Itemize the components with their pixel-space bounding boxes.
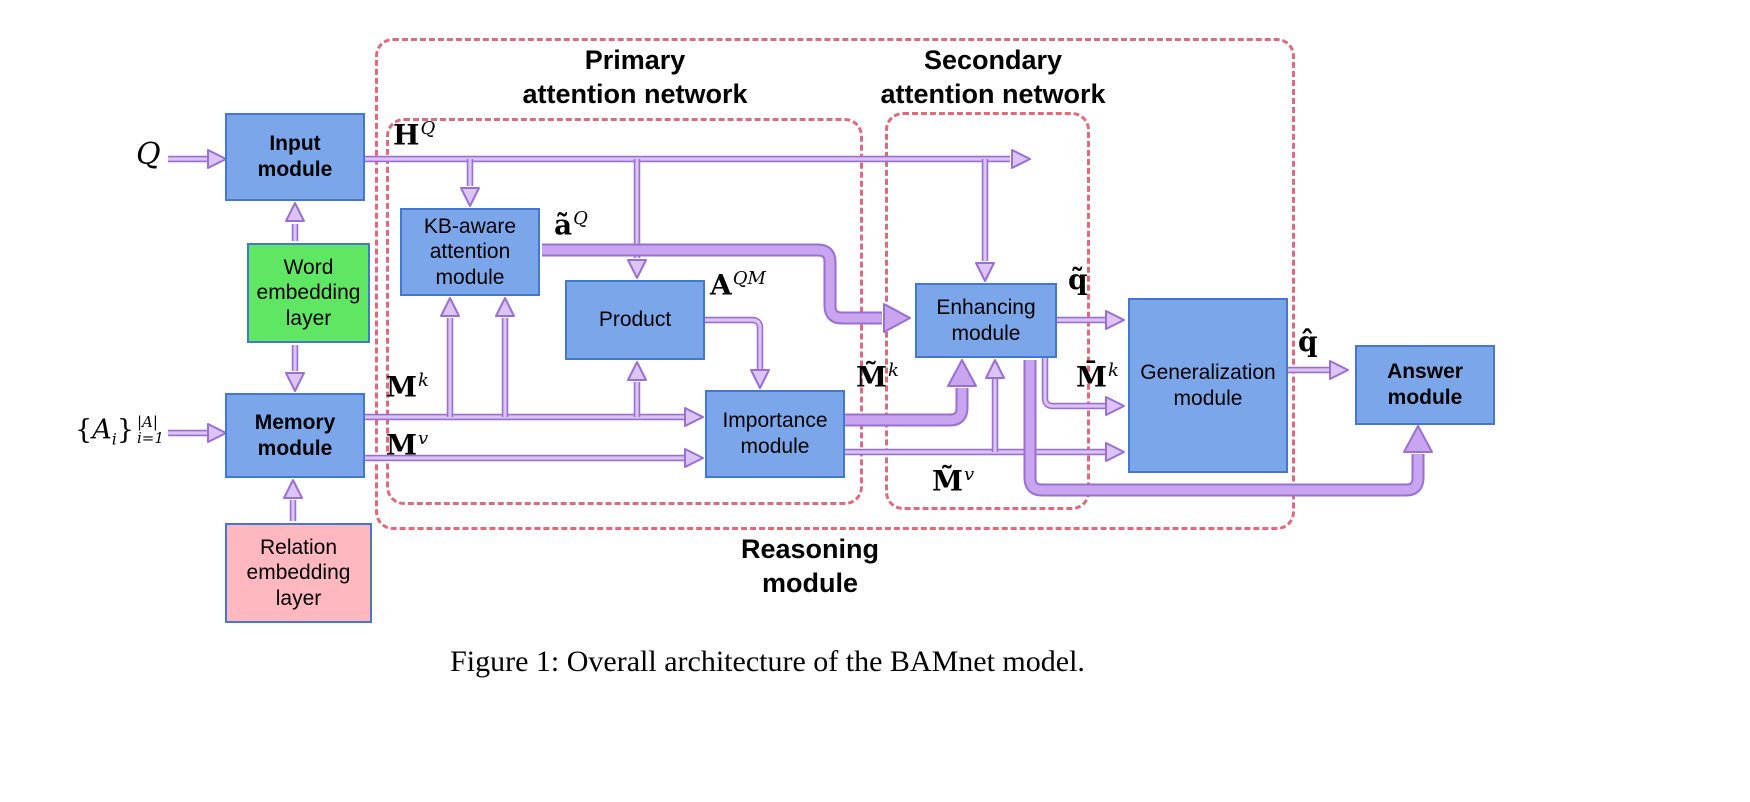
arrow-mk-to-kb-attention-1 bbox=[440, 297, 460, 417]
arrow-enhancing-to-answer bbox=[1023, 360, 1433, 497]
label-a-qm: AQM bbox=[710, 268, 766, 302]
label-q-hat: q̂ bbox=[1298, 325, 1318, 358]
arrow-mk-to-kb-attention-2 bbox=[495, 297, 515, 417]
box-product: Product bbox=[565, 280, 705, 360]
arrow-memory-mv-line bbox=[365, 448, 704, 468]
box-relation-embedding-layer: Relation embedding layer bbox=[225, 523, 372, 623]
label-m-v: Mv bbox=[386, 428, 429, 462]
arrow-answers-to-memory bbox=[168, 423, 227, 443]
arrow-atildeq-to-enhancing bbox=[542, 243, 911, 333]
box-input-module: Input module bbox=[225, 113, 365, 201]
box-kb-aware-attention-module: KB-aware attention module bbox=[400, 208, 540, 296]
arrow-qhat-to-answer bbox=[1288, 360, 1349, 380]
arrow-relemb-to-memory bbox=[283, 479, 303, 521]
secondary-attention-label: Secondary attention network bbox=[880, 45, 1106, 109]
label-q-tilde: q̃ bbox=[1068, 263, 1088, 296]
arrow-memory-mk-line bbox=[365, 407, 704, 427]
arrow-hq-to-enhancing bbox=[975, 159, 995, 282]
figure-caption: Figure 1: Overall architecture of the BA… bbox=[450, 645, 1085, 678]
arrow-qtilde-to-generalization bbox=[1057, 310, 1125, 330]
box-word-embedding-layer: Word embedding layer bbox=[247, 243, 370, 343]
label-m-k: Mk bbox=[386, 370, 429, 404]
arrow-wordemb-to-input bbox=[285, 202, 305, 241]
label-m-tilde-k: M̃k bbox=[856, 360, 899, 394]
arrow-mk-to-product bbox=[627, 361, 647, 417]
box-enhancing-module: Enhancing module bbox=[915, 283, 1057, 358]
label-m-bar-k: M̄k bbox=[1076, 360, 1119, 394]
box-memory-module: Memory module bbox=[225, 393, 365, 478]
box-importance-module: Importance module bbox=[705, 390, 845, 478]
arrow-mtildev-to-enhancing bbox=[985, 359, 1005, 452]
arrow-mtildek-to-enhancing bbox=[845, 359, 977, 427]
label-q-input: Q bbox=[136, 137, 161, 172]
label-m-tilde-v: M̃v bbox=[932, 464, 975, 498]
reasoning-module-region bbox=[375, 38, 1295, 530]
arrow-product-to-importance bbox=[705, 316, 770, 389]
box-answer-module: Answer module bbox=[1355, 345, 1495, 425]
label-h-q: HQ bbox=[393, 118, 436, 152]
primary-attention-label: Primary attention network bbox=[522, 45, 748, 109]
label-a-tilde-q: ãQ bbox=[554, 208, 588, 242]
arrow-hq-to-product bbox=[627, 159, 647, 279]
box-generalization-module: Generalization module bbox=[1128, 298, 1288, 473]
arrow-mbark-to-generalization bbox=[1041, 358, 1125, 416]
reasoning-module-label: Reasoning module bbox=[740, 534, 880, 598]
arrow-wordemb-to-memory bbox=[285, 345, 305, 392]
arrow-q-to-input bbox=[168, 149, 227, 169]
arrow-hq-main bbox=[365, 149, 1031, 169]
arrow-hq-to-kb-attention bbox=[460, 159, 480, 207]
label-answer-set: {Ai}|A|i=1 bbox=[75, 413, 164, 449]
arrow-mtildev-line bbox=[845, 442, 1125, 462]
